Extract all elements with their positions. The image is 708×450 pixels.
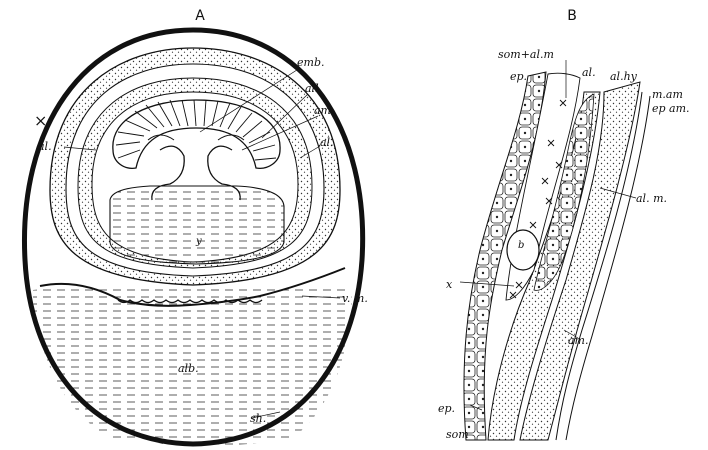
label-alb: alb. [178,362,199,375]
label-sh: sh. [250,412,266,425]
label-epam: ep am. [652,102,690,115]
label-am: am. [314,104,335,117]
panel-a: A [24,8,367,446]
yolk-sac [110,186,284,264]
label-som-alm: som+al.m [498,48,554,61]
label-am-b: am. [568,334,589,347]
label-b: b [518,240,524,251]
label-y: y [195,236,202,247]
panel-a-letter: A [195,8,205,24]
label-ep-top: ep. [510,70,527,83]
label-alm: al. m. [636,192,667,205]
label-x-b: x [446,278,453,291]
label-alhy: al.hy [610,70,638,83]
label-x-a: × [34,111,47,130]
label-mam: m.am [652,88,683,101]
label-som: som [446,428,469,441]
label-ep-bottom: ep. [438,402,455,415]
panel-b-letter: B [567,8,577,24]
label-al-right: al. [320,136,334,149]
label-all: all. [305,82,322,95]
label-al-left: al. [38,140,52,153]
panel-b: B [438,8,690,441]
label-emb: emb. [297,56,324,69]
label-al-b: al. [582,66,596,79]
label-vm: v. m. [342,292,368,305]
